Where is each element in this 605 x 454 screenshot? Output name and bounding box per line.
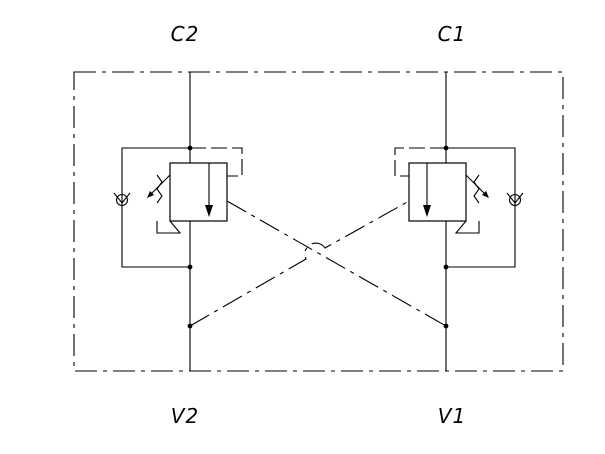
check-valve-ball-icon (115, 193, 129, 207)
adjustable-arrow-icon (148, 174, 171, 197)
adjustable-arrow-icon (465, 174, 488, 197)
drain-line (454, 220, 480, 234)
valve-block-boundary (73, 71, 564, 372)
port-label-c2: C2 (170, 22, 200, 46)
left-counterbalance-valve (147, 147, 243, 234)
junction-dot (443, 323, 449, 329)
cross-pilot-line (226, 200, 447, 327)
right-check-valve-bypass (446, 147, 524, 268)
port-label-v1: V1 (437, 404, 467, 428)
check-valve-seat-icon (113, 192, 131, 204)
port-label-v2: V2 (170, 404, 200, 428)
valve-body (408, 162, 467, 222)
cross-pilot-line-with-hop (189, 200, 410, 327)
check-valve-seat-icon (506, 192, 524, 204)
spring-icon (473, 174, 480, 204)
pilot-line-dashed (394, 147, 446, 177)
valve-body (169, 162, 228, 222)
spring-icon (156, 174, 163, 204)
port-label-c1: C1 (437, 22, 467, 46)
right-counterbalance-valve (394, 147, 489, 234)
flow-arrow-icon (205, 205, 213, 217)
drain-line (156, 220, 182, 234)
flow-arrow-icon (423, 205, 431, 217)
pilot-line-dashed (190, 147, 243, 177)
left-check-valve-bypass (113, 147, 190, 268)
check-valve-ball-icon (508, 193, 522, 207)
